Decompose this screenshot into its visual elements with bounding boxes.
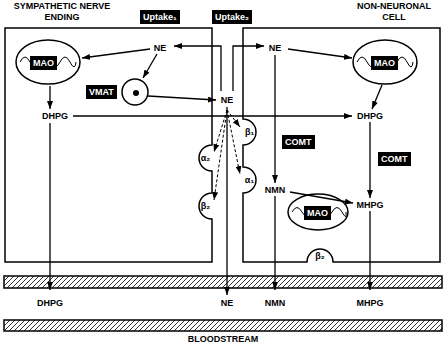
cell-heading: NON-NEURONAL CELL — [348, 1, 440, 23]
receptor-label: α₂ — [201, 154, 211, 163]
metabolite-label: NE — [269, 44, 282, 53]
pathway-line — [274, 196, 275, 262]
cell-membrane-outline — [243, 28, 440, 262]
mitochondrion-cristae — [20, 57, 76, 67]
transporter-label: Uptake₂ — [212, 10, 252, 24]
mitochondrion-cristae — [357, 57, 413, 67]
box-text: Uptake₁ — [143, 12, 177, 22]
flow-arrow — [274, 262, 275, 290]
vessel-wall — [4, 320, 442, 331]
receptor-label: α₁ — [245, 176, 254, 185]
pathway-arrow — [148, 96, 216, 100]
box-text: VMAT — [89, 87, 114, 97]
metabolite-label: NMN — [265, 298, 286, 308]
box-text: COMT — [285, 137, 312, 147]
mitochondrion — [353, 40, 417, 84]
pathway-arrow — [49, 86, 50, 109]
box-text: Uptake₂ — [215, 12, 249, 22]
mitochondrion — [288, 194, 348, 230]
enzyme-label: COMT — [378, 152, 411, 166]
metabolite-label: NE — [154, 44, 167, 53]
pathway-arrow — [143, 54, 157, 78]
bloodstream-band: DHPGNENMNMHPGBLOODSTREAM — [0, 290, 446, 320]
mitochondrion — [16, 40, 80, 84]
metabolite-label: NE — [221, 298, 234, 308]
receptor-arrow — [214, 110, 227, 152]
receptor-arrow — [214, 110, 227, 200]
receptor-label: β₂ — [201, 202, 211, 211]
pathway-arrow — [372, 85, 382, 109]
receptor-arrow — [227, 110, 240, 127]
box-text: MAO — [307, 208, 328, 218]
compartment-label: BLOODSTREAM — [188, 334, 259, 344]
metabolite-label: DHPG — [42, 112, 68, 121]
metabolite-label: NMN — [265, 186, 286, 195]
enzyme-label: MAO — [371, 56, 398, 70]
metabolite-label: MHPG — [357, 298, 384, 308]
receptor-label: β₂ — [315, 252, 325, 261]
storage-vesicle — [122, 79, 148, 105]
pathway-arrow — [82, 49, 150, 58]
uptake-arrow — [174, 46, 221, 91]
nerve-ending-cell: SYMPATHETIC NERVE ENDINGMAOVMAT — [5, 28, 212, 262]
pathway-arrow — [288, 49, 352, 58]
pathway-arrow — [274, 55, 275, 183]
non-neuronal-cell: NON-NEURONAL CELLMAOCOMTCOMTMAO — [243, 28, 440, 262]
enzyme-label: MAO — [30, 56, 57, 70]
metabolite-label: DHPG — [37, 298, 63, 308]
box-text: MAO — [33, 58, 54, 68]
metabolite-label: NE — [221, 96, 234, 105]
flow-arrow — [49, 262, 50, 290]
metabolite-label: DHPG — [357, 112, 383, 121]
pathway-line — [49, 123, 50, 262]
box-text: COMT — [381, 154, 408, 164]
cell-membrane — [243, 28, 440, 262]
box-text: MAO — [374, 58, 395, 68]
vessel-wall — [4, 276, 442, 288]
transporter-label: Uptake₁ — [140, 10, 180, 24]
receptor-arrow — [227, 110, 240, 174]
cell-heading: SYMPATHETIC NERVE ENDING — [3, 1, 121, 23]
enzyme-label: MAO — [304, 206, 331, 220]
pathway-line — [369, 211, 370, 262]
pathway-arrow — [369, 122, 370, 198]
pathway-arrow — [290, 192, 353, 203]
enzyme-label: COMT — [282, 135, 315, 149]
receptor-label: β₁ — [245, 128, 254, 137]
vesicle-content — [133, 90, 139, 96]
pathway-arrow — [226, 107, 227, 295]
flow-arrow — [369, 262, 370, 290]
metabolite-label: MHPG — [357, 201, 384, 210]
transporter-label: VMAT — [86, 85, 117, 99]
cell-membrane-outline — [5, 28, 212, 262]
uptake-arrow — [233, 46, 264, 91]
